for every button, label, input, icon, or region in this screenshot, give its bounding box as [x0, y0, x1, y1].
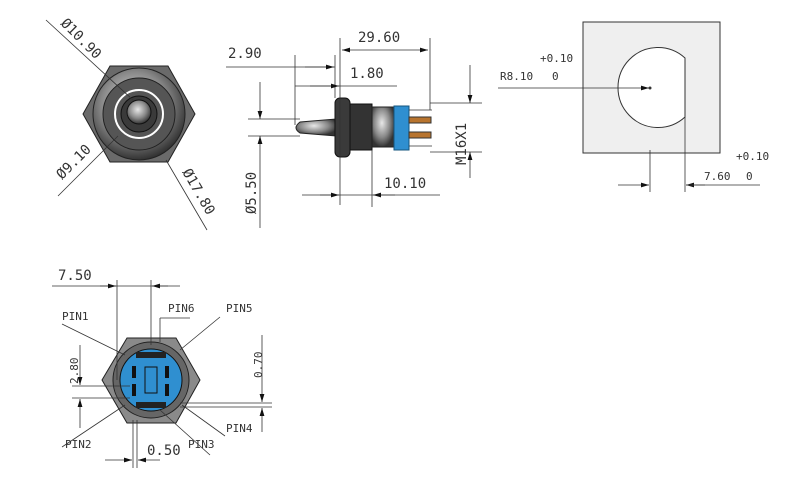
- cutout-hole: [617, 47, 686, 128]
- thread-body: [349, 103, 373, 151]
- dim-dia-9-10: Ø9.10: [54, 142, 95, 183]
- pin-view: 7.50 2.80 0.70 0.50 PIN1 PIN2 PIN3 PIN4 …: [52, 268, 272, 468]
- pin-label-2: PIN2: [65, 438, 92, 451]
- lever-tip: [126, 99, 152, 125]
- dim-2-80: 2.80: [68, 358, 81, 385]
- dim-10-10: 10.10: [384, 176, 426, 192]
- front-view: Ø10.90 Ø9.10 Ø17.80: [45, 16, 218, 231]
- dim-29-60: 29.60: [358, 30, 400, 46]
- flat-tol-upper: +0.10: [736, 150, 769, 163]
- side-view: 29.60 2.90 1.80 Ø5.50 10.10 M16X1: [226, 30, 482, 228]
- flat-tol-lower: 0: [746, 170, 753, 183]
- flange: [334, 97, 351, 158]
- pin-label-4: PIN4: [226, 422, 253, 435]
- radius-tol-lower: 0: [552, 70, 559, 83]
- dim-1-80: 1.80: [350, 66, 384, 82]
- dim-2-90: 2.90: [228, 46, 262, 62]
- radius-label: R8.10: [500, 70, 533, 83]
- dim-dia-10-90: Ø10.90: [57, 16, 104, 63]
- dim-dia-5-50: Ø5.50: [244, 172, 260, 214]
- dim-7-50: 7.50: [58, 268, 92, 284]
- dim-m16x1: M16X1: [454, 123, 470, 165]
- flat-label: 7.60: [704, 170, 731, 183]
- pin-label-6: PIN6: [168, 302, 195, 315]
- pin-label-3: PIN3: [188, 438, 215, 451]
- dim-0-70: 0.70: [252, 352, 265, 379]
- panel-cutout-view: +0.10 R8.10 0 +0.10 7.60 0: [498, 21, 769, 192]
- pin-label-5: PIN5: [226, 302, 253, 315]
- pin-label-1: PIN1: [62, 310, 89, 323]
- insulator: [393, 105, 410, 151]
- toggle-lever: [295, 118, 337, 137]
- rear-insulator: [119, 348, 183, 412]
- radius-tol-upper: +0.10: [540, 52, 573, 65]
- dim-0-50: 0.50: [147, 443, 181, 459]
